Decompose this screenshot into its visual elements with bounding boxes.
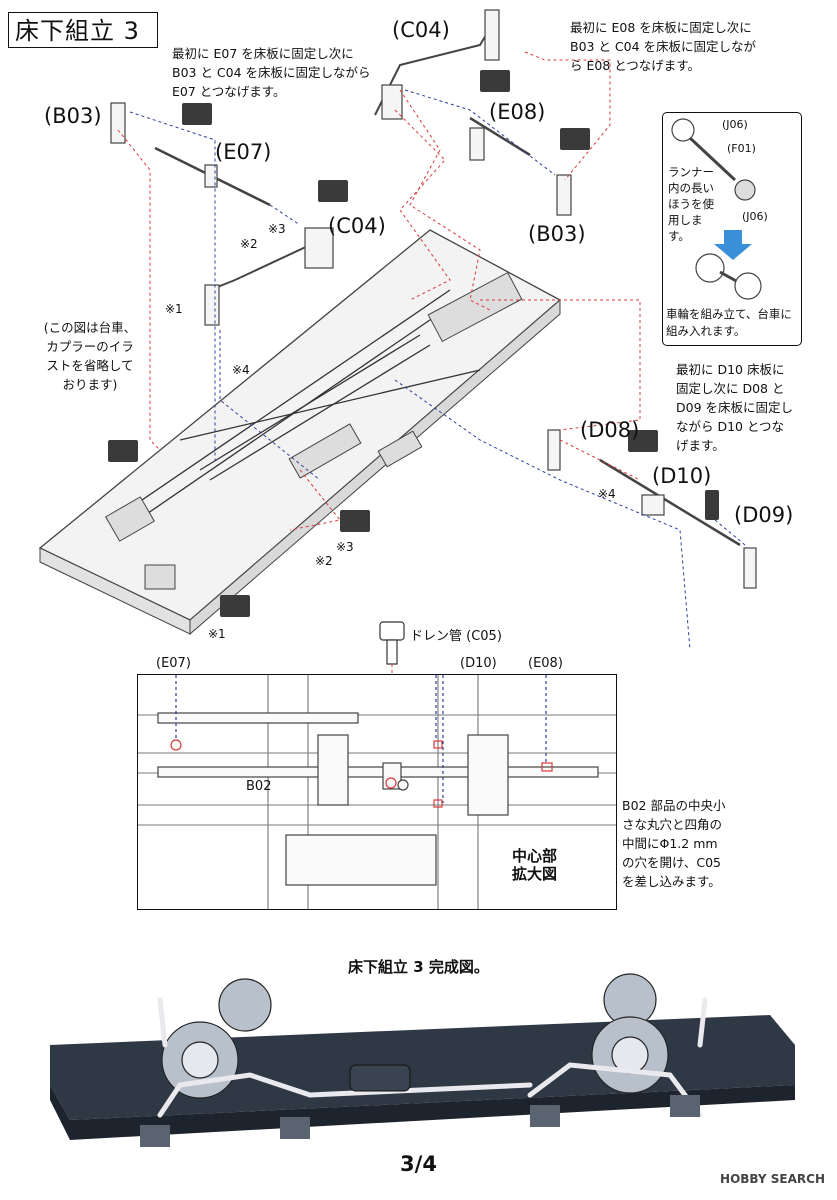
detail-caption: 中心部 拡大図 (512, 847, 558, 883)
mark-2b: ※2 (315, 554, 333, 568)
mark-4a: ※4 (232, 363, 250, 377)
wheel-inset-drawing (671, 118, 762, 300)
mark-1a: ※1 (165, 302, 183, 316)
label-b03-right: (B03) (528, 222, 586, 246)
mark-3b: ※3 (336, 540, 354, 554)
note-d10: 最初に D10 床板に固定し次に D08 と D09 を床板に固定しながら D1… (676, 362, 794, 453)
label-b03-left: (B03) (44, 104, 102, 128)
label-e08: (E08) (489, 100, 546, 124)
label-e07: (E07) (215, 140, 272, 164)
page-number: 3/4 (400, 1152, 437, 1176)
label-j06-a: (J06) (722, 118, 748, 131)
completed-assembly-photo (50, 973, 795, 1147)
completed-caption: 床下組立 3 完成図。 (348, 958, 489, 976)
c05-drain-pipe (379, 621, 405, 775)
label-f01: (F01) (727, 142, 756, 155)
label-c04-top: (C04) (392, 18, 450, 42)
wheel-assembly-inset (662, 112, 802, 346)
label-d10: (D10) (652, 464, 712, 488)
note-e08: 最初に E08 を床板に固定し次に B03 と C04 を床板に固定しながら E… (570, 20, 757, 73)
mark-1b: ※1 (208, 627, 226, 641)
label-c05: ドレン管 (C05) (410, 629, 502, 644)
note-e07: 最初に E07 を床板に固定し次に B03 と C04 を床板に固定しながら E… (172, 46, 371, 99)
mark-2a: ※2 (240, 237, 258, 251)
center-detail-drawing (138, 675, 616, 909)
label-d10-detail: (D10) (460, 656, 497, 671)
label-b02: B02 (246, 779, 272, 794)
center-detail-inset: B02 中心部 拡大図 (137, 674, 617, 910)
exploded-underfloor-diagram (38, 9, 757, 651)
label-c04-mid: (C04) (328, 214, 386, 238)
label-e07-detail: (E07) (156, 656, 191, 671)
label-e08-detail: (E08) (528, 656, 563, 671)
section-title: 床下組立 3 (8, 12, 158, 48)
note-omit-illustration: (この図は台車、カプラーのイラストを省略しております) (43, 320, 137, 392)
label-d09: (D09) (734, 503, 794, 527)
mark-4b: ※4 (598, 487, 616, 501)
mark-3a: ※3 (268, 222, 286, 236)
label-j06-b: (J06) (742, 210, 768, 223)
note-wheel-runner: ランナー内の長いほうを使用します。 (668, 165, 714, 243)
note-wheel-assemble: 車輪を組み立て、台車に組み入れます。 (666, 307, 792, 338)
note-b02-hole: B02 部品の中央小さな丸穴と四角の中間にΦ1.2 mmの穴を開け、C05 を差… (622, 798, 726, 889)
label-d08: (D08) (580, 418, 640, 442)
brand-watermark: HOBBY SEARCH (720, 1172, 825, 1186)
